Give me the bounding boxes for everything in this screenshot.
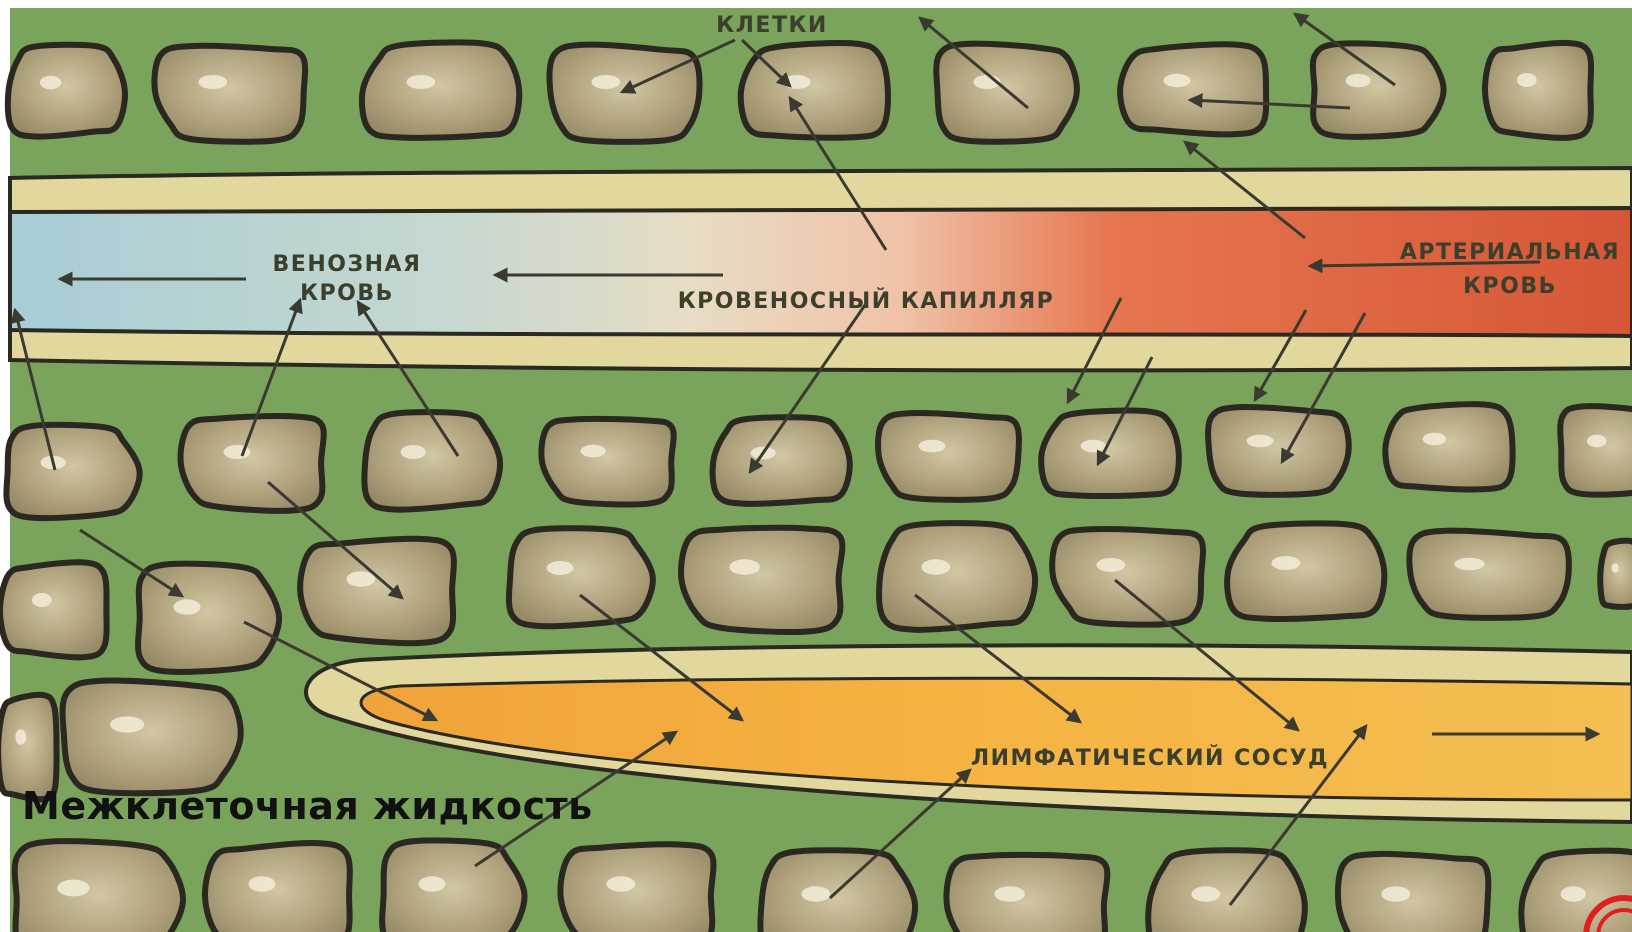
cell <box>936 44 1077 142</box>
cell-highlight <box>110 716 144 732</box>
cell-highlight <box>729 559 760 574</box>
cell <box>1148 850 1305 932</box>
cell-highlight <box>1096 558 1125 572</box>
arterial-blood-label-line2: КРОВЬ <box>1463 274 1557 299</box>
cell-highlight <box>1271 556 1300 570</box>
cell <box>1208 407 1349 495</box>
cell-highlight <box>606 876 635 891</box>
venous-blood-label-line1: ВЕНОЗНАЯ <box>273 252 422 277</box>
cell-highlight <box>547 561 574 575</box>
cell-highlight <box>919 440 946 453</box>
cell-highlight <box>921 559 950 574</box>
cell-highlight <box>801 886 830 901</box>
cell-highlight <box>1381 886 1410 901</box>
cell <box>1409 531 1568 618</box>
cell-highlight <box>174 599 201 614</box>
cell <box>509 528 653 626</box>
cell-highlight <box>40 76 62 89</box>
cells-label: КЛЕТКИ <box>716 13 828 38</box>
red-ring-logo-icon <box>1572 884 1632 932</box>
cell <box>1560 406 1632 494</box>
cell <box>154 46 305 142</box>
cell <box>550 45 700 142</box>
cell-highlight <box>1191 886 1220 901</box>
cell <box>1052 529 1203 625</box>
cell-highlight <box>591 75 620 89</box>
cell <box>560 844 713 932</box>
lymph-vessel-label: ЛИМФАТИЧЕСКИЙ СОСУД <box>971 745 1329 771</box>
cell-highlight <box>346 571 375 586</box>
cell <box>382 840 524 932</box>
cell-highlight <box>1346 74 1371 87</box>
cell <box>878 413 1019 500</box>
cell <box>1041 411 1179 496</box>
cell-highlight <box>1517 73 1537 87</box>
capillary-label: КРОВЕНОСНЫЙ КАПИЛЛЯР <box>678 288 1055 314</box>
cell-highlight <box>198 75 227 89</box>
cell <box>6 425 139 518</box>
cell-highlight <box>406 75 435 89</box>
cell <box>1227 523 1384 619</box>
cell <box>1313 43 1444 136</box>
cell-highlight <box>1164 74 1191 87</box>
blood-capillary <box>10 168 1632 370</box>
cell <box>741 43 888 138</box>
cell <box>1600 541 1632 607</box>
interstitial-fluid-caption: Межклеточная жидкость <box>22 784 593 828</box>
cell-highlight <box>1612 563 1619 573</box>
cell <box>63 681 241 794</box>
cell-highlight <box>1587 435 1607 448</box>
arterial-blood-label-line1: АРТЕРИАЛЬНАЯ <box>1400 240 1620 265</box>
cell-highlight <box>1247 435 1274 448</box>
cell <box>1485 43 1591 138</box>
cell-highlight <box>1454 558 1485 571</box>
cell <box>300 539 454 643</box>
cell-highlight <box>581 445 606 458</box>
cell-highlight <box>57 880 89 897</box>
venous-blood-label-line2: КРОВЬ <box>300 281 394 306</box>
cell <box>364 412 500 509</box>
cell-highlight <box>401 445 426 459</box>
cell <box>15 841 183 932</box>
cell <box>713 417 850 504</box>
cell <box>362 42 519 137</box>
cell <box>1120 44 1266 134</box>
cell <box>541 419 673 505</box>
cell <box>1385 404 1512 489</box>
cell <box>947 855 1108 932</box>
cell-highlight <box>32 593 52 607</box>
cell-highlight <box>1423 433 1446 446</box>
cell <box>681 528 842 632</box>
cell-highlight <box>249 876 276 891</box>
cell-highlight <box>994 886 1025 901</box>
cell-highlight <box>15 729 26 744</box>
cell <box>1338 854 1488 932</box>
cell <box>0 562 107 657</box>
cell <box>205 843 350 932</box>
cell-highlight <box>1081 440 1106 453</box>
cell <box>8 45 125 137</box>
cell-highlight <box>419 876 446 891</box>
cell <box>879 523 1035 630</box>
